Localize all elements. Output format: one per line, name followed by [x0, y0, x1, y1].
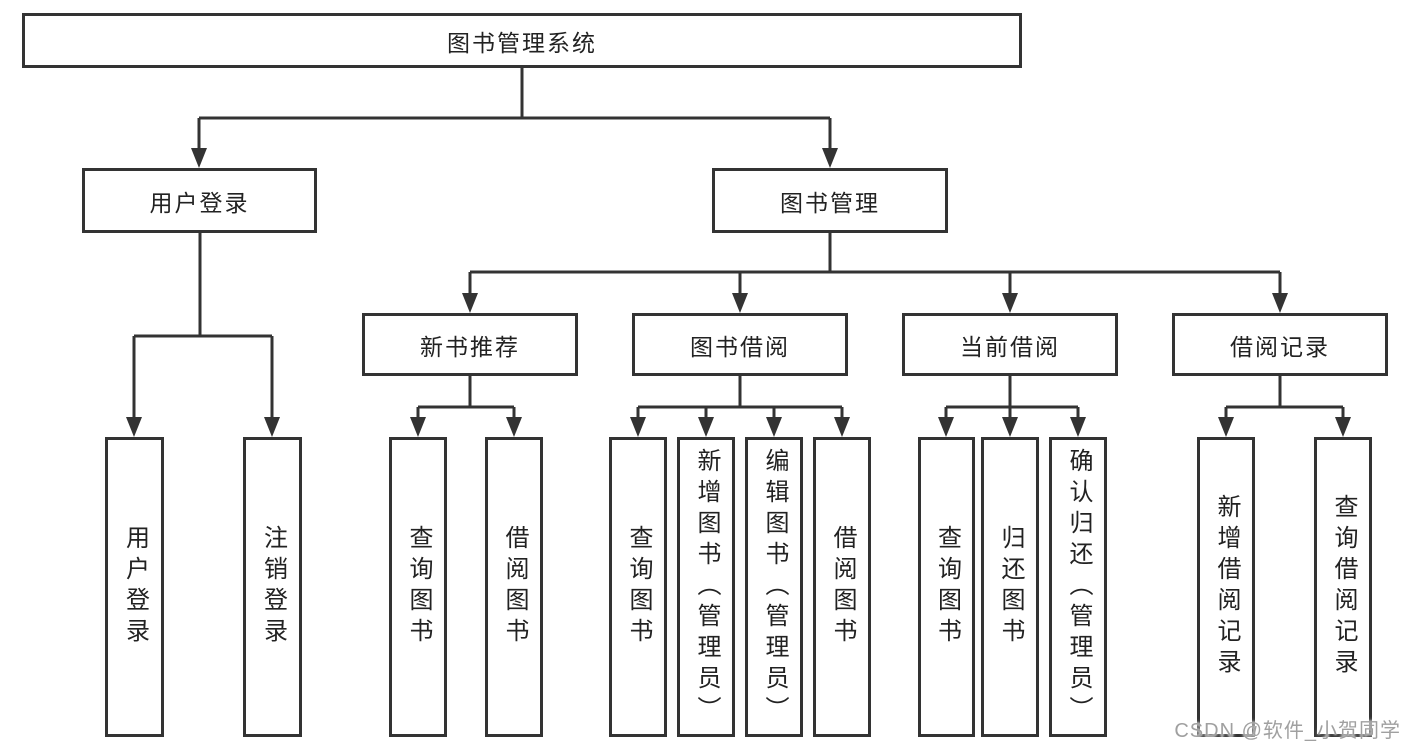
- node-user-login: 用户登录: [82, 168, 317, 233]
- leaf-confirm-return-admin: 确认归还（管理员）: [1049, 437, 1107, 737]
- leaf-borrow-books: 借阅图书: [813, 437, 871, 737]
- leaf-label: 编辑图书（管理员）: [761, 447, 788, 727]
- leaf-add-borrow-record: 新增借阅记录: [1197, 437, 1255, 737]
- leaf-query-borrow-record: 查询借阅记录: [1314, 437, 1372, 737]
- leaf-borrow-books-recommend: 借阅图书: [485, 437, 543, 737]
- node-borrow-records: 借阅记录: [1172, 313, 1388, 376]
- leaf-add-book-admin: 新增图书（管理员）: [677, 437, 735, 737]
- node-new-book-recommend: 新书推荐: [362, 313, 578, 376]
- node-book-borrow: 图书借阅: [632, 313, 848, 376]
- leaf-label: 借阅图书: [501, 525, 528, 649]
- leaf-user-login: 用户登录: [105, 437, 164, 737]
- node-system-root: 图书管理系统: [22, 13, 1022, 68]
- leaf-label: 查询借阅记录: [1330, 494, 1357, 680]
- leaf-label: 归还图书: [997, 525, 1024, 649]
- leaf-label: 新增借阅记录: [1213, 494, 1240, 680]
- leaf-query-books-current: 查询图书: [918, 437, 975, 737]
- node-current-borrow: 当前借阅: [902, 313, 1118, 376]
- leaf-label: 查询图书: [933, 525, 961, 649]
- leaf-user-login-label: 用户登录: [121, 525, 149, 649]
- leaf-label: 查询图书: [405, 525, 432, 649]
- watermark: CSDN @软件_小贺同学: [1174, 720, 1401, 742]
- leaf-logout: 注销登录: [243, 437, 302, 737]
- leaf-query-books-recommend: 查询图书: [389, 437, 447, 737]
- leaf-query-books-borrow: 查询图书: [609, 437, 667, 737]
- leaf-label: 查询图书: [625, 525, 652, 649]
- leaf-logout-label: 注销登录: [259, 525, 287, 649]
- node-book-management: 图书管理: [712, 168, 948, 233]
- leaf-return-book: 归还图书: [981, 437, 1039, 737]
- leaf-label: 新增图书（管理员）: [693, 447, 720, 727]
- leaf-label: 确认归还（管理员）: [1065, 447, 1092, 727]
- leaf-edit-book-admin: 编辑图书（管理员）: [745, 437, 803, 737]
- leaf-label: 借阅图书: [829, 525, 856, 649]
